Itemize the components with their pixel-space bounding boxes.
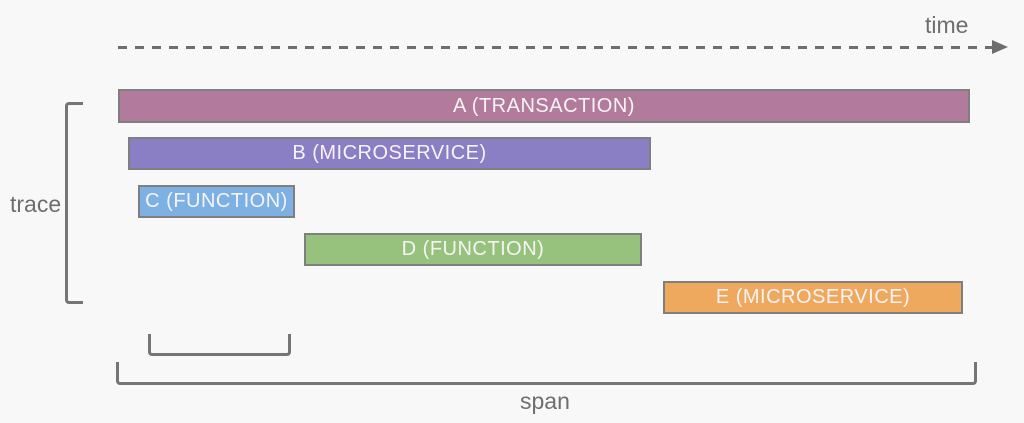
span-label: span bbox=[520, 388, 570, 414]
time-label: time bbox=[925, 12, 969, 38]
trace-bracket bbox=[65, 102, 83, 304]
span-bar-d: D (FUNCTION) bbox=[304, 233, 642, 266]
time-axis-dashed-line bbox=[118, 46, 992, 49]
span-bar-c: C (FUNCTION) bbox=[138, 185, 295, 218]
single-span-bracket bbox=[148, 334, 291, 356]
span-bracket bbox=[116, 362, 977, 385]
span-bar-e: E (MICROSERVICE) bbox=[663, 281, 963, 314]
trace-label: trace bbox=[10, 191, 62, 217]
span-bar-a: A (TRANSACTION) bbox=[118, 89, 970, 123]
time-axis-arrowhead-icon bbox=[992, 40, 1008, 54]
span-bar-b: B (MICROSERVICE) bbox=[128, 137, 651, 170]
